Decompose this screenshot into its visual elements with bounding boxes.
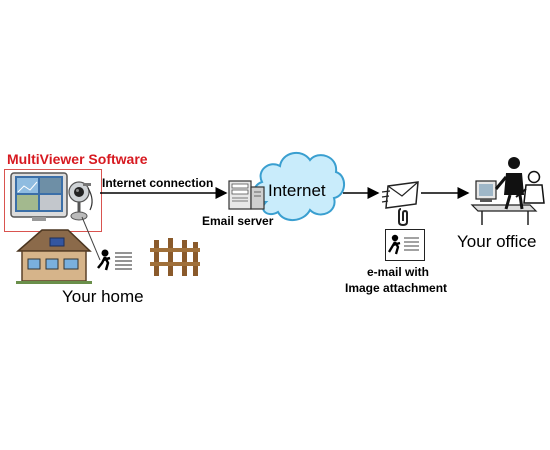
internet-connection-label: Internet connection xyxy=(102,176,214,190)
email-attachment-line2: Image attachment xyxy=(345,281,448,295)
software-title: MultiViewer Software xyxy=(7,151,148,167)
email-envelope-icon xyxy=(381,181,419,209)
attachment-image-box xyxy=(385,229,425,261)
fence-icon xyxy=(150,238,200,276)
office-workers-icon xyxy=(470,157,545,225)
intruder-image-icon xyxy=(97,249,132,271)
email-attachment-line1: e-mail with xyxy=(367,265,430,279)
house-icon xyxy=(16,229,92,284)
cloud-icon xyxy=(253,151,345,221)
email-server-label: Email server xyxy=(202,214,274,228)
server-icon xyxy=(228,180,265,210)
internet-label: Internet xyxy=(268,181,326,200)
your-office-label: Your office xyxy=(457,232,537,251)
monitor-icon xyxy=(10,172,68,221)
paperclip-icon xyxy=(398,208,408,227)
attachment-intruder-icon xyxy=(388,234,419,255)
camera-icon xyxy=(68,181,93,221)
your-home-label: Your home xyxy=(62,287,144,306)
